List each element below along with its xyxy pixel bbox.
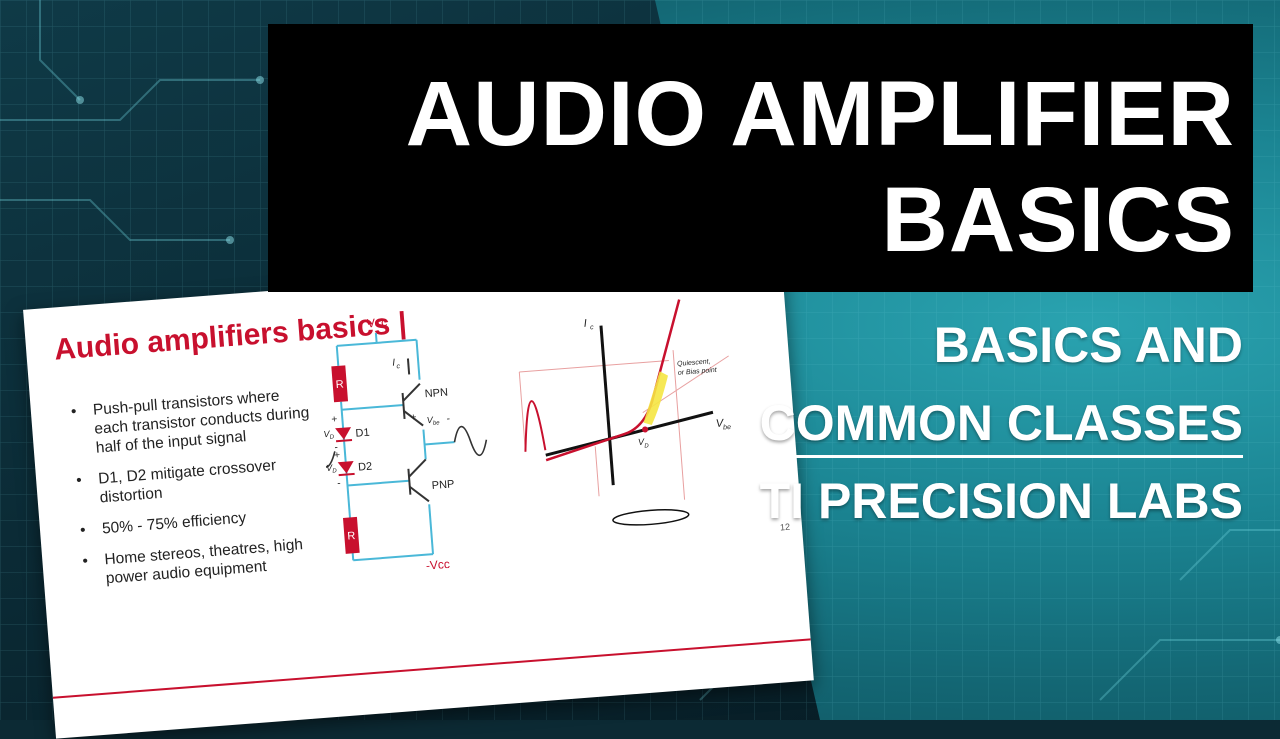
slide-bullet: 50% - 75% efficiency <box>79 502 325 540</box>
graph-x-label: V <box>715 417 725 430</box>
d1-label: D1 <box>355 427 370 440</box>
subtitle-line-1: BASICS AND <box>933 317 1243 373</box>
resistor-bottom-label: R <box>347 530 356 543</box>
slide-bullet: Push-pull transistors where each transis… <box>70 384 319 460</box>
graph-x-subscript: be <box>723 424 731 432</box>
vbe-plus-sign: + <box>410 412 417 423</box>
subtitle-line-3: TI PRECISION LABS <box>759 473 1243 529</box>
vbe-circuit-label: V <box>426 415 434 426</box>
npn-label: NPN <box>424 387 448 401</box>
bias-point-annotation: or Bias point <box>678 367 718 377</box>
title-line-1: AUDIO AMPLIFIER <box>405 63 1235 165</box>
graph-vd-subscript: D <box>644 443 649 449</box>
graph-y-label: I <box>583 318 587 330</box>
d1-plus-sign: + <box>331 414 338 425</box>
d2-label: D2 <box>358 461 373 474</box>
ic-subscript: c <box>396 363 401 370</box>
subtitle-line-2: COMMON CLASSES <box>759 395 1243 451</box>
subtitle-underline <box>765 455 1243 458</box>
slide-bullet: Home stereos, theatres, high power audio… <box>82 533 329 590</box>
pnp-label: PNP <box>431 478 454 492</box>
title-line-2: BASICS <box>881 169 1235 271</box>
graph-vd-label: V <box>638 437 646 448</box>
vbe-minus-sign: - <box>446 413 450 424</box>
vd1-label: V <box>323 429 331 440</box>
d2-plus-sign: + <box>334 450 341 461</box>
vd2-label: V <box>326 463 334 474</box>
slide-screenshot: Audio amplifiers basics | Push-pull tran… <box>23 251 814 739</box>
vd2-subscript: D <box>332 468 337 474</box>
slide-bullet-list: Push-pull transistors where each transis… <box>70 384 330 602</box>
neg-vcc-label: -Vcc <box>425 557 450 573</box>
vcc-label: Vcc <box>367 315 388 330</box>
transfer-characteristic-graph: I c V be V D Quiescent, or Bias point <box>518 299 731 526</box>
ic-label: I <box>392 358 396 369</box>
resistor-top-label: R <box>335 379 344 392</box>
quiescent-annotation: Quiescent, <box>677 358 711 368</box>
push-pull-circuit-diagram: Vcc -Vcc R R D1 D2 NPN PNP I c V D V D V… <box>313 315 488 573</box>
slide-bullet: D1, D2 mitigate crossover distortion <box>76 453 323 510</box>
vd1-subscript: D <box>330 434 335 440</box>
vbe-circuit-subscript: be <box>433 420 441 427</box>
d1-minus-sign: - <box>334 442 338 453</box>
title-banner: AUDIO AMPLIFIER BASICS <box>268 24 1253 292</box>
graph-y-subscript: c <box>590 324 595 331</box>
d2-minus-sign: - <box>337 478 341 489</box>
